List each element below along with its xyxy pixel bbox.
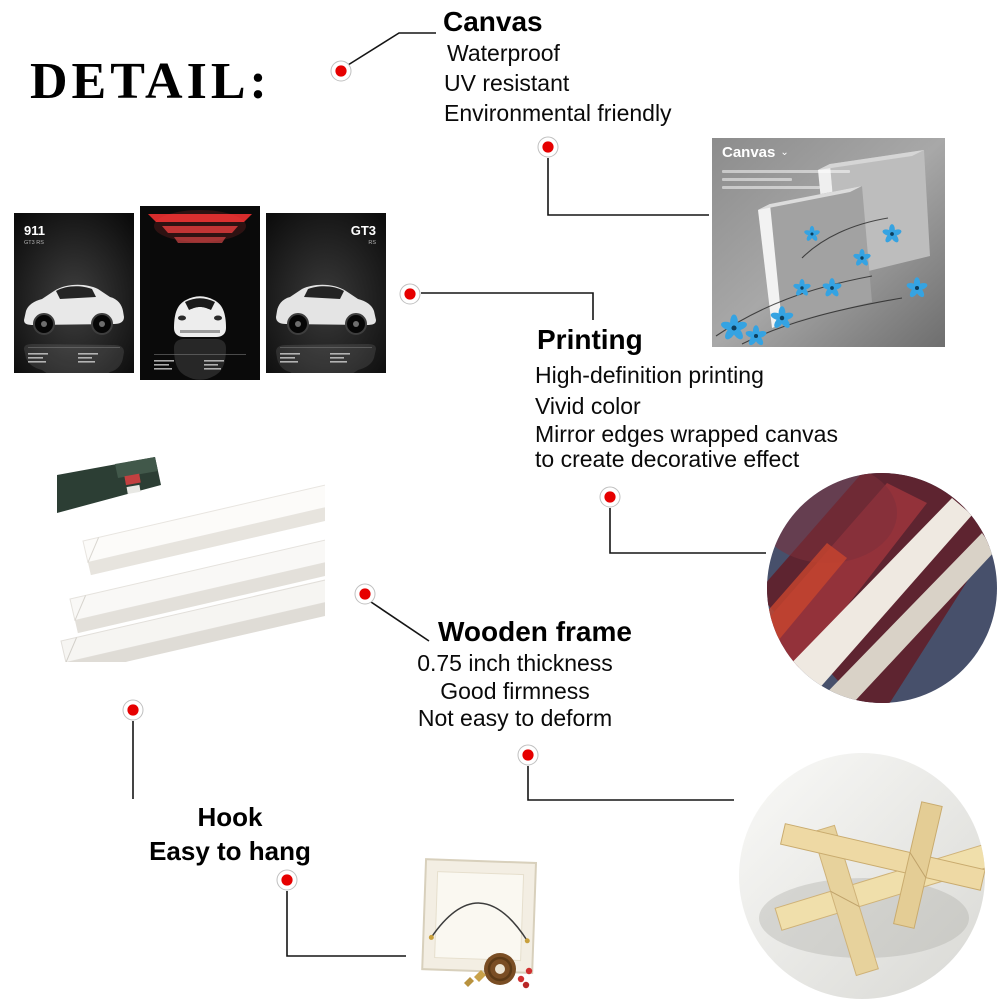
hotspot-marker: [330, 60, 352, 82]
hook-feature: Easy to hang: [149, 836, 311, 866]
poster-spec-lines: [280, 347, 372, 363]
hotspot-marker: [122, 699, 144, 721]
hotspot-marker: [354, 583, 376, 605]
printing-section-heading: Printing: [537, 324, 643, 355]
hotspot-marker: [517, 744, 539, 766]
wooden-stretcher-photo: [739, 753, 985, 999]
canvas-sample-photo: Canvas ⌄: [712, 138, 945, 347]
ceiling-lights: [148, 210, 252, 243]
poster-middle: [140, 206, 260, 380]
canvas-section-heading: Canvas: [443, 6, 543, 37]
hotspot-marker: [276, 869, 298, 891]
stretcher-bar-frame: [779, 801, 985, 929]
wire-spool: [484, 953, 516, 985]
printing-feature: High-definition printing: [535, 362, 764, 388]
wooden-frame-section-heading: Wooden frame: [438, 616, 632, 647]
printing-feature: Vivid color: [535, 393, 641, 419]
hotspot-marker: [599, 486, 621, 508]
caption-line: [722, 186, 820, 189]
wooden-frame-feature: Good firmness: [440, 678, 590, 704]
hanging-wire: [430, 902, 528, 942]
hook-section-heading: Hook: [197, 802, 263, 832]
canvas-slab: [60, 566, 325, 662]
caption-line: [722, 178, 792, 181]
hook-hardware: [464, 977, 474, 987]
canvas-stack-photo: [55, 455, 325, 662]
canvas-panels: [758, 150, 930, 328]
page-title: DETAIL:: [30, 53, 271, 110]
caption-line: [722, 170, 850, 173]
push-pins: [517, 967, 533, 989]
poster-spec-lines: [154, 354, 246, 370]
poster-left: 911 GT3 RS: [14, 213, 134, 373]
chevron-down-icon: ⌄: [780, 147, 789, 158]
wooden-frame-feature: Not easy to deform: [417, 705, 613, 731]
car-silhouette: [24, 284, 124, 335]
canvas-feature: Waterproof: [447, 40, 560, 66]
printed-edge-closeup-photo: [767, 473, 997, 703]
car-front: [174, 296, 226, 337]
canvas-slab: [82, 466, 325, 576]
hotspot-marker: [537, 136, 559, 158]
canvas-feature: UV resistant: [444, 70, 570, 96]
hook-hardware: [474, 970, 486, 982]
printing-feature: Mirror edges wrapped canvas: [535, 421, 838, 447]
poster-title: GT3: [351, 223, 376, 238]
hotspot-marker: [399, 283, 421, 305]
canvas-slab: [69, 524, 325, 634]
printing-feature: to create decorative effect: [535, 446, 800, 472]
poster-spec-lines: [28, 347, 120, 363]
wooden-frame-feature: 0.75 inch thickness: [417, 650, 613, 676]
poster-right: GT3 RS: [266, 213, 386, 373]
car-silhouette: [276, 284, 376, 335]
poster-title: 911: [24, 223, 45, 238]
poster-subtitle: GT3 RS: [24, 240, 44, 246]
canvas-edge: [777, 498, 972, 703]
sample-label: Canvas: [722, 144, 776, 161]
hanging-hardware-photo: [408, 853, 546, 993]
canvas-feature: Environmental friendly: [444, 100, 672, 126]
poster-subtitle: RS: [368, 240, 376, 246]
